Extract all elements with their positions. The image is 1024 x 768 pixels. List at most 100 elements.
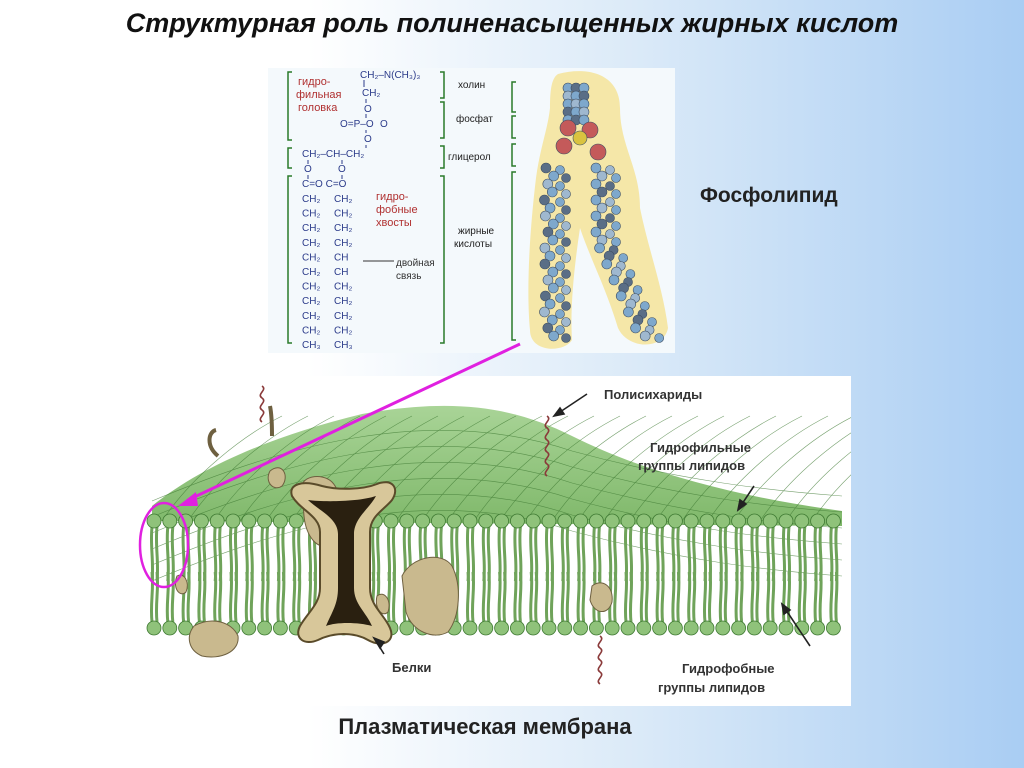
tail-atom-left xyxy=(540,210,551,222)
lipid-tail xyxy=(829,571,834,623)
lipid-head xyxy=(810,513,825,529)
lipid-tail xyxy=(197,571,202,623)
formula-o-a: O xyxy=(364,104,372,115)
lipid-head xyxy=(541,620,557,636)
lipid-tail xyxy=(465,571,471,623)
tail-atom-left xyxy=(548,170,559,182)
tail-atom-left xyxy=(555,165,565,175)
membrane-caption: Плазматическая мембрана xyxy=(338,714,632,739)
lipid-tail xyxy=(655,571,660,623)
lipid-tail xyxy=(213,571,218,623)
lipid-tail xyxy=(707,571,713,623)
lipid-tail xyxy=(687,571,692,623)
lipid-tail xyxy=(581,571,586,623)
tail-atom-left xyxy=(542,322,554,334)
lipid-head xyxy=(525,513,541,529)
phospholipid-panel: гидро- фильная головка гидро- фобные хво… xyxy=(268,68,675,353)
lipid-head xyxy=(715,620,731,636)
lipid-tail xyxy=(750,571,755,623)
lipid-head xyxy=(288,513,304,529)
lipid-head xyxy=(715,513,731,529)
lipid-tail xyxy=(260,571,265,623)
surface-grid-line xyxy=(707,415,829,522)
hydrophobic-label-1: Гидрофобные xyxy=(682,661,775,676)
protein-blob-5 xyxy=(589,582,613,612)
tail-atom-right xyxy=(632,285,643,295)
chain-ch2: CH₂ xyxy=(334,238,352,249)
tail-atom-left xyxy=(542,274,554,286)
lipid-tail xyxy=(834,571,839,623)
chain-ch2: CH₂ xyxy=(334,194,352,205)
lipid-tail xyxy=(218,571,223,623)
chain-ch2: CH₂ xyxy=(302,267,320,278)
double-bond-label-2: связь xyxy=(396,271,421,282)
lipid-tail xyxy=(644,571,649,623)
lipid-head xyxy=(683,620,699,636)
tail-atom-left xyxy=(542,178,554,190)
protein-blob-3 xyxy=(188,620,239,658)
chain-ch3: CH₃ xyxy=(302,340,321,351)
tail-atom-left xyxy=(555,325,565,335)
tail-atom-left xyxy=(555,277,565,287)
tail-atom-left xyxy=(555,229,565,239)
lipid-head xyxy=(652,513,667,529)
head-label-1: гидро- xyxy=(298,76,331,88)
atom-spheres xyxy=(539,82,665,343)
lipid-head xyxy=(257,620,273,636)
lipid-head xyxy=(509,513,525,529)
tail-atom-right xyxy=(605,181,615,191)
lipid-head xyxy=(272,620,288,636)
chain-ch2: CH₂ xyxy=(334,325,352,336)
lipid-head xyxy=(430,513,446,529)
tail-atom-left xyxy=(555,245,565,255)
tail-atom-right xyxy=(596,218,608,230)
lipid-head xyxy=(557,513,573,529)
chain-ch3: CH₃ xyxy=(334,340,353,351)
lipid-tail xyxy=(818,571,823,623)
lipid-tail xyxy=(549,571,555,623)
lipid-tail xyxy=(165,571,170,623)
lipid-head xyxy=(731,620,746,636)
choline-group: CH₂–N(CH₃)₃ xyxy=(360,70,420,81)
tail-atom-right xyxy=(590,194,602,206)
tail-atom-left xyxy=(561,189,571,199)
tail-atom-left xyxy=(555,293,565,303)
lipid-bilayer xyxy=(146,513,841,636)
tail-atom-left xyxy=(540,290,551,302)
lipid-head xyxy=(699,620,715,636)
lipid-head xyxy=(494,513,510,529)
lipid-tail xyxy=(534,571,539,623)
lipid-tail xyxy=(154,571,160,623)
ester-row: C=O C=O xyxy=(302,179,347,190)
pointer-arrows xyxy=(372,393,811,655)
left-brackets xyxy=(287,71,292,344)
protein-stalk-2 xyxy=(207,428,220,458)
tail-atom-left xyxy=(555,213,565,223)
tail-atom-left xyxy=(544,202,556,214)
lipid-head xyxy=(573,513,589,529)
tail-atom-right xyxy=(605,213,615,223)
lipid-tail xyxy=(676,571,681,623)
lipid-tail xyxy=(660,571,665,623)
lipid-tail xyxy=(692,571,697,623)
lipid-tail xyxy=(228,571,234,623)
chain-ch2: CH₂ xyxy=(334,282,352,293)
lipid-head xyxy=(604,620,620,636)
tail-atom-left xyxy=(561,221,571,231)
lipid-head xyxy=(446,513,462,529)
formula-ch2-a: CH₂ xyxy=(362,88,380,99)
head-label-2: фильная xyxy=(296,89,342,101)
tail-atom-left xyxy=(561,285,571,295)
tail-atom-right xyxy=(639,330,651,342)
tail-atom-left xyxy=(546,314,558,326)
membrane-diagram: Полисихариды Гидрофильные группы липидов… xyxy=(146,385,933,695)
lipid-head xyxy=(636,620,652,636)
tail-atom-left xyxy=(548,330,559,342)
polysaccharides-label: Полисихариды xyxy=(604,387,702,402)
chain-ch2: CH₂ xyxy=(302,252,320,263)
slide-title: Структурная роль полиненасыщенных жирных… xyxy=(125,8,899,38)
tail-atom-left xyxy=(539,194,550,206)
lipid-tail xyxy=(276,571,281,623)
protein-stalk-1 xyxy=(268,405,274,437)
tail-atom-left xyxy=(561,205,571,215)
